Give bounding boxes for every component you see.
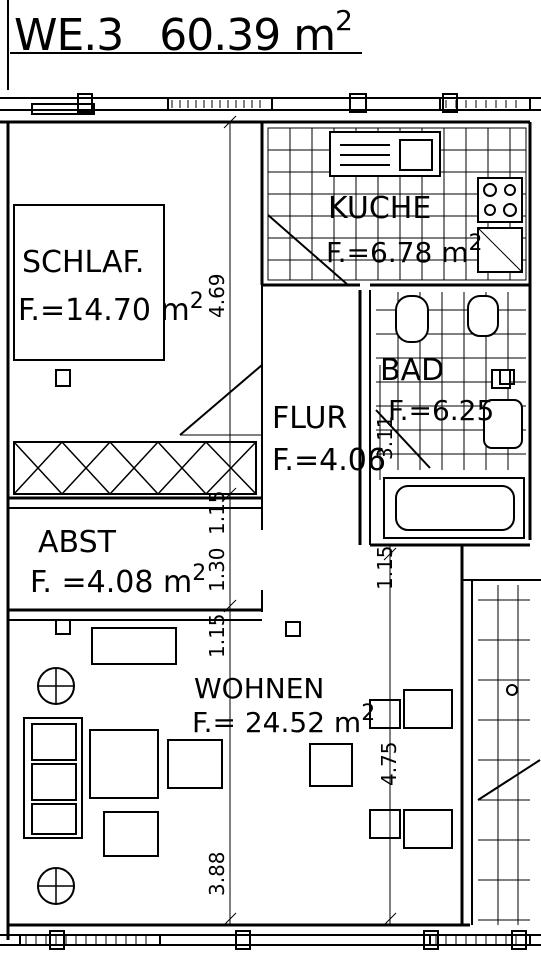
dim-1-15-c: 1.15: [373, 545, 397, 590]
column-markers: [55, 369, 515, 637]
room-area-flur: F.=4.06: [272, 443, 386, 478]
title-underline: [10, 52, 362, 54]
bath-fixtures: [383, 295, 525, 539]
bedroom-bed: [13, 204, 165, 361]
dim-3-11: 3.11: [373, 415, 397, 460]
dim-3-88: 3.88: [205, 851, 229, 896]
room-name-kueche: KUCHE: [328, 191, 431, 226]
bath-door-swing: [375, 409, 431, 469]
room-name-schlaf: SCHLAF.: [22, 245, 144, 280]
room-area-kueche: F.=6.78 m2: [326, 231, 483, 269]
dim-4-69: 4.69: [205, 273, 229, 318]
room-area-bad: F.=6.25: [388, 394, 494, 427]
dim-1-15-b: 1.15: [205, 613, 229, 658]
room-name-bad: BAD: [380, 353, 444, 388]
room-name-flur: FLUR: [272, 401, 347, 436]
interior-walls: [8, 122, 541, 925]
dim-1-30: 1.30: [205, 547, 229, 592]
kitchen-fixtures: [329, 131, 523, 273]
room-area-abst: F. =4.08 m2: [30, 561, 206, 600]
dimension-lines: [223, 115, 397, 926]
room-name-wohnen: WOHNEN: [194, 672, 324, 705]
room-area-wohnen: F.= 24.52 m2: [192, 701, 375, 739]
bottom-exterior-wall: [0, 923, 541, 950]
room-labels: SCHLAF. F.=14.70 m2 KUCHE F.=6.78 m2 BAD…: [18, 191, 494, 739]
bath-tiles: [376, 292, 526, 470]
dim-4-75: 4.75: [377, 741, 401, 786]
living-furniture: [23, 627, 453, 905]
room-name-abst: ABST: [38, 525, 117, 560]
top-exterior-wall: [0, 93, 541, 124]
kitchen-door-swing: [267, 214, 349, 286]
staircase-tiles: [477, 585, 541, 925]
dim-1-15-a: 1.15: [205, 490, 229, 535]
dimension-labels: 4.69 1.15 1.30 1.15 3.88 3.11 1.15 4.75: [205, 273, 401, 896]
bedroom-wardrobe: [13, 441, 257, 495]
room-area-schlaf: F.=14.70 m2: [18, 289, 204, 328]
